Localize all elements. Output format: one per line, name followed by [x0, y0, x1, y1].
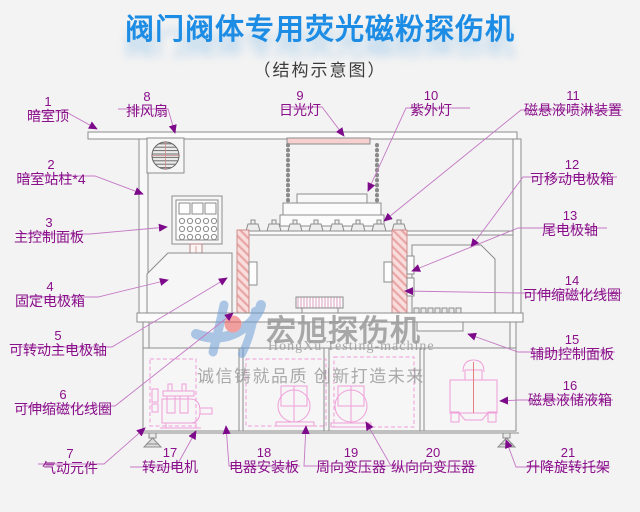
center-coil — [295, 296, 344, 314]
tail-electrode-shaft — [406, 255, 415, 275]
right-column — [512, 138, 522, 314]
machine-foot-right — [496, 432, 517, 448]
machine-structure — [87, 131, 524, 448]
transformer-bay-outline — [333, 356, 415, 428]
leader-lines — [18, 106, 623, 468]
rotating-motor — [160, 398, 213, 429]
fluorescent-lamp — [286, 137, 371, 145]
fixed-electrode-box — [146, 252, 233, 314]
page-title: 阀门阀体专用荧光磁粉探伤机 — [124, 14, 515, 46]
storage-tank — [449, 359, 498, 423]
worktable — [136, 312, 524, 323]
spray-rail — [236, 230, 514, 236]
movable-electrode-box — [411, 244, 496, 314]
left-coil — [236, 229, 250, 314]
main-control-panel — [171, 195, 223, 245]
brand-logo-icon — [191, 300, 266, 358]
page-subtitle: （结构示意图） — [253, 61, 387, 80]
cabinet-components — [149, 356, 498, 429]
longitudinal-transformer — [330, 385, 372, 428]
circumferential-transformer — [275, 385, 315, 427]
pneumatic-bay-outline — [149, 358, 197, 427]
right-coil — [391, 229, 408, 314]
auxiliary-control-panel — [416, 321, 464, 332]
pneumatic-components — [151, 383, 195, 414]
exhaust-fan-icon — [146, 137, 185, 174]
right-coil-row — [413, 307, 462, 314]
electrical-bay-outline — [245, 358, 327, 427]
machine-foot-left — [142, 432, 163, 448]
